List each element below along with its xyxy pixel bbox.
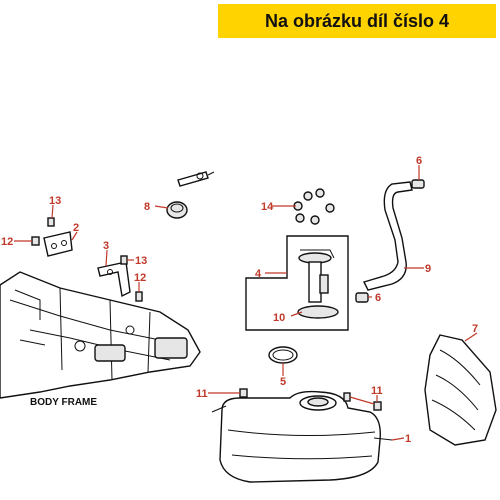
label-14: 14 [261, 201, 274, 213]
highlight-banner: Na obrázku díl číslo 4 [218, 4, 496, 38]
label-3: 3 [103, 240, 109, 252]
heat-shield-part-7 [424, 334, 497, 446]
label-6-upper: 6 [416, 155, 422, 167]
label-1: 1 [405, 433, 411, 445]
bracket-part-2 [43, 231, 73, 257]
label-6-lower: 6 [375, 292, 381, 304]
fuel-tank-part-1 [211, 390, 393, 483]
label-10: 10 [273, 312, 285, 324]
fuel-cap-part-8 [166, 171, 215, 219]
label-2: 2 [73, 222, 79, 234]
banner-text: Na obrázku díl číslo 4 [264, 10, 450, 31]
bracket-part-3 [97, 261, 131, 298]
label-13-upper: 13 [49, 195, 61, 207]
body-frame-caption: BODY FRAME [30, 397, 97, 408]
label-9: 9 [425, 263, 431, 275]
label-12-left: 12 [1, 236, 13, 248]
body-frame-drawing [0, 271, 201, 399]
label-5: 5 [280, 376, 286, 388]
label-13-lower: 13 [135, 255, 147, 267]
label-4: 4 [255, 268, 262, 280]
fuel-pump-assembly-part-4 [245, 235, 349, 331]
label-12-lower: 12 [134, 272, 146, 284]
leader-lines [14, 165, 478, 441]
screws-part-14 [293, 188, 335, 225]
label-11-left: 11 [196, 388, 208, 400]
fuel-hose-part-9 [363, 181, 413, 291]
label-7: 7 [472, 323, 478, 335]
label-11-right: 11 [371, 385, 383, 397]
gasket-ring-part-5 [268, 346, 298, 364]
label-8: 8 [144, 201, 150, 213]
